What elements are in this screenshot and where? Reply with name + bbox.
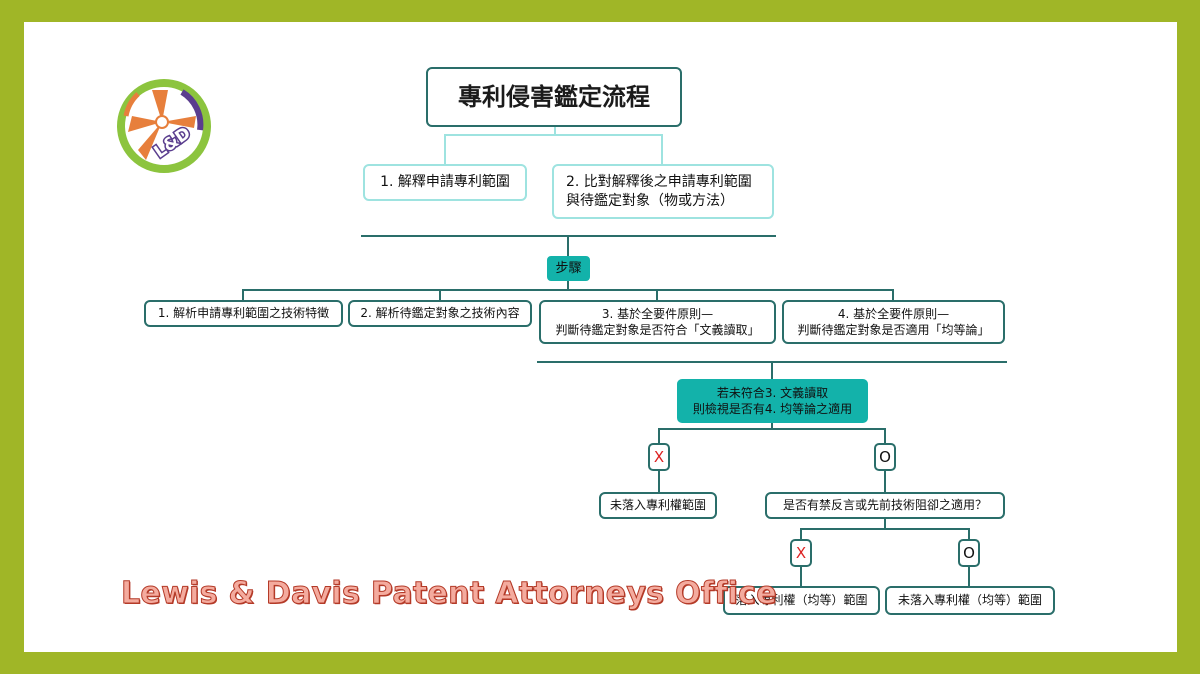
compare-claims-line2: 與待鑑定對象（物或方法）: [566, 192, 752, 211]
steps-label-text: 步驟: [555, 260, 581, 278]
step-2-box: 2. 解析待鑑定對象之技術內容: [348, 300, 532, 327]
step-3-line1: 3. 基於全要件原則—: [555, 306, 759, 322]
no-mark-2: X: [790, 539, 812, 567]
step-1-box: 1. 解析申請專利範圍之技術特徵: [144, 300, 343, 327]
steps-label-box: 步驟: [547, 256, 590, 281]
not-within-equivalent-text: 未落入專利權（均等）範圍: [898, 592, 1042, 608]
compare-claims-line1: 2. 比對解釋後之申請專利範圍: [566, 173, 752, 192]
office-name: Lewis & Davis Patent Attorneys Office: [121, 576, 777, 611]
no-mark-1: X: [648, 443, 670, 471]
ld-logo: L&D: [112, 76, 216, 174]
estoppel-question-text: 是否有禁反言或先前技術阻卻之適用？: [783, 497, 987, 513]
step-1-text: 1. 解析申請專利範圍之技術特徵: [158, 305, 329, 321]
not-within-scope-box: 未落入專利權範圍: [599, 492, 717, 519]
flowchart-title-text: 專利侵害鑑定流程: [458, 81, 650, 113]
condition-box: 若未符合3. 文義讀取 則檢視是否有4. 均等論之適用: [677, 379, 868, 423]
compare-claims-box: 2. 比對解釋後之申請專利範圍 與待鑑定對象（物或方法）: [552, 164, 774, 219]
condition-line2: 則檢視是否有4. 均等論之適用: [693, 401, 852, 417]
step-2-text: 2. 解析待鑑定對象之技術內容: [360, 305, 519, 321]
flowchart-title: 專利侵害鑑定流程: [426, 67, 682, 127]
step-4-line2: 判斷待鑑定對象是否適用「均等論」: [797, 322, 989, 338]
interpret-claims-text: 1. 解釋申請專利範圍: [380, 173, 510, 192]
estoppel-question-box: 是否有禁反言或先前技術阻卻之適用？: [765, 492, 1005, 519]
yes-mark-2-text: O: [963, 544, 975, 562]
step-4-line1: 4. 基於全要件原則—: [797, 306, 989, 322]
yes-mark-1: O: [874, 443, 896, 471]
no-mark-2-text: X: [796, 544, 806, 562]
step-3-line2: 判斷待鑑定對象是否符合「文義讀取」: [555, 322, 759, 338]
yes-mark-2: O: [958, 539, 980, 567]
condition-line1: 若未符合3. 文義讀取: [693, 385, 852, 401]
not-within-scope-text: 未落入專利權範圍: [610, 497, 706, 513]
yes-mark-1-text: O: [879, 448, 891, 466]
step-3-box: 3. 基於全要件原則— 判斷待鑑定對象是否符合「文義讀取」: [539, 300, 776, 344]
interpret-claims-box: 1. 解釋申請專利範圍: [363, 164, 527, 201]
no-mark-1-text: X: [654, 448, 664, 466]
not-within-equivalent-box: 未落入專利權（均等）範圍: [885, 586, 1055, 615]
step-4-box: 4. 基於全要件原則— 判斷待鑑定對象是否適用「均等論」: [782, 300, 1005, 344]
